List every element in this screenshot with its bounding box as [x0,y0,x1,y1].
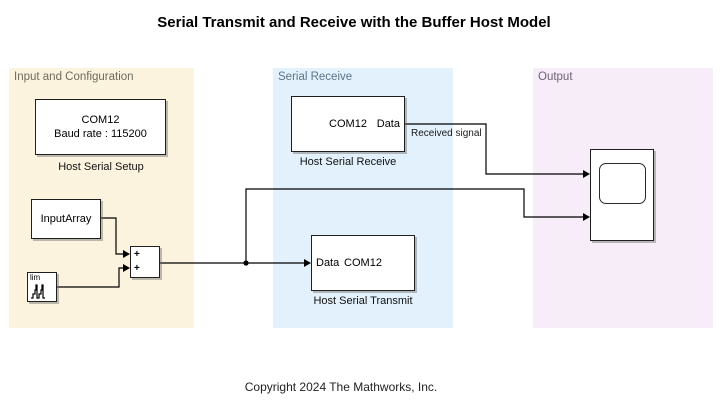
sum-block[interactable]: + + [130,246,160,278]
scope-block[interactable] [590,149,654,241]
host-serial-transmit-label: Host Serial Transmit [313,295,413,307]
host-serial-transmit-block[interactable]: Data COM12 [311,235,415,291]
input-array-block[interactable]: InputArray [31,199,101,239]
sum-plus-sign-1: + [134,249,140,260]
wire-branch-dot [243,260,249,266]
transmit-data-input-port: Data [316,257,340,269]
receive-data-output-port: Data [376,118,400,130]
sum-plus-sign-2: + [134,263,140,274]
region-input-label: Input and Configuration [14,71,134,83]
input-array-text: InputArray [40,213,92,225]
region-receive-label: Serial Receive [278,71,353,83]
setup-baud-rate: Baud rate : 115200 [54,128,147,140]
setup-com-port: COM12 [81,114,120,126]
counter-limited-block[interactable]: lim [27,272,57,302]
host-serial-receive-label: Host Serial Receive [299,156,397,168]
receive-com-port: COM12 [329,118,367,130]
host-serial-receive-block[interactable]: COM12 Data [291,96,405,152]
copyright-text: Copyright 2024 The Mathworks, Inc. [244,380,438,394]
stairstep-waveform-icon [31,284,45,299]
transmit-com-port: COM12 [344,257,382,269]
received-signal-label: Received signal [411,128,482,139]
host-serial-setup-text: COM12 Baud rate : 115200 [36,100,165,154]
region-output-label: Output [538,71,573,83]
counter-limited-lim-text: lim [30,273,41,282]
host-serial-setup-label: Host Serial Setup [58,161,144,173]
host-serial-setup-block[interactable]: COM12 Baud rate : 115200 [35,99,166,155]
scope-display-icon [599,163,646,204]
model-title: Serial Transmit and Receive with the Buf… [157,14,551,31]
